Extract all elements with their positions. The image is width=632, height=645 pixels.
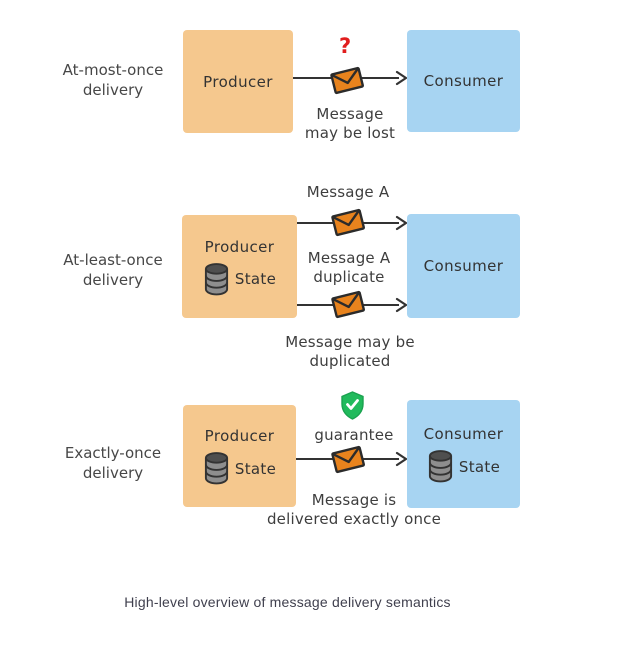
envelope-icon: [331, 208, 365, 237]
consumer-box-row2: Consumer: [407, 214, 520, 318]
note-line2: may be lost: [304, 124, 396, 142]
row-label-line2: delivery: [82, 271, 144, 289]
producer-title: Producer: [204, 237, 275, 256]
state-label: State: [458, 457, 501, 476]
consumer-title: Consumer: [423, 72, 504, 90]
consumer-title: Consumer: [423, 257, 504, 275]
label-message-a-duplicate: Message A duplicate: [297, 249, 401, 287]
label-guarantee: guarantee: [314, 426, 394, 444]
row-label-at-most-once: At-most-once delivery: [43, 60, 183, 100]
database-icon: [204, 452, 228, 485]
consumer-box-row1: Consumer: [407, 30, 520, 132]
producer-box-row1: Producer: [183, 30, 293, 133]
note-message-may-be-lost: Message may be lost: [290, 105, 410, 143]
consumer-state: State: [427, 450, 500, 483]
note-delivered-exactly-once: Message is delivered exactly once: [262, 491, 446, 529]
producer-box-row2: Producer State: [182, 215, 297, 318]
note-line1: Message: [316, 105, 384, 123]
row-label-at-least-once: At-least-once delivery: [43, 250, 183, 290]
label-line2: duplicate: [313, 268, 385, 286]
row-label-line1: At-most-once: [62, 61, 164, 79]
note-line1: Message is: [311, 491, 397, 509]
row-label-line1: Exactly-once: [64, 444, 162, 462]
producer-state: State: [203, 452, 276, 485]
consumer-title: Consumer: [423, 425, 504, 443]
envelope-icon: [331, 290, 365, 319]
row-label-line2: delivery: [82, 81, 144, 99]
producer-title: Producer: [204, 427, 275, 445]
envelope-icon: [330, 66, 364, 95]
database-icon: [204, 262, 228, 295]
figure-caption: High-level overview of message delivery …: [124, 594, 451, 610]
producer-box-row3: Producer State: [183, 405, 296, 507]
note-message-may-be-duplicated: Message may be duplicated: [285, 333, 415, 370]
producer-state: State: [203, 262, 277, 296]
row-label-exactly-once: Exactly-once delivery: [43, 443, 183, 483]
consumer-box-row3: Consumer State: [407, 400, 520, 508]
row-label-line2: delivery: [82, 464, 144, 482]
label-message-a: Message A: [306, 183, 390, 201]
label-line1: Message A: [307, 249, 391, 267]
question-mark: ?: [339, 34, 352, 58]
note-line2: delivered exactly once: [266, 510, 442, 528]
row-label-line1: At-least-once: [63, 251, 163, 269]
state-label: State: [234, 270, 277, 288]
database-icon: [428, 450, 452, 483]
envelope-icon: [331, 445, 365, 474]
producer-title: Producer: [203, 72, 273, 91]
state-label: State: [234, 459, 277, 478]
shield-check-icon: [341, 391, 364, 420]
